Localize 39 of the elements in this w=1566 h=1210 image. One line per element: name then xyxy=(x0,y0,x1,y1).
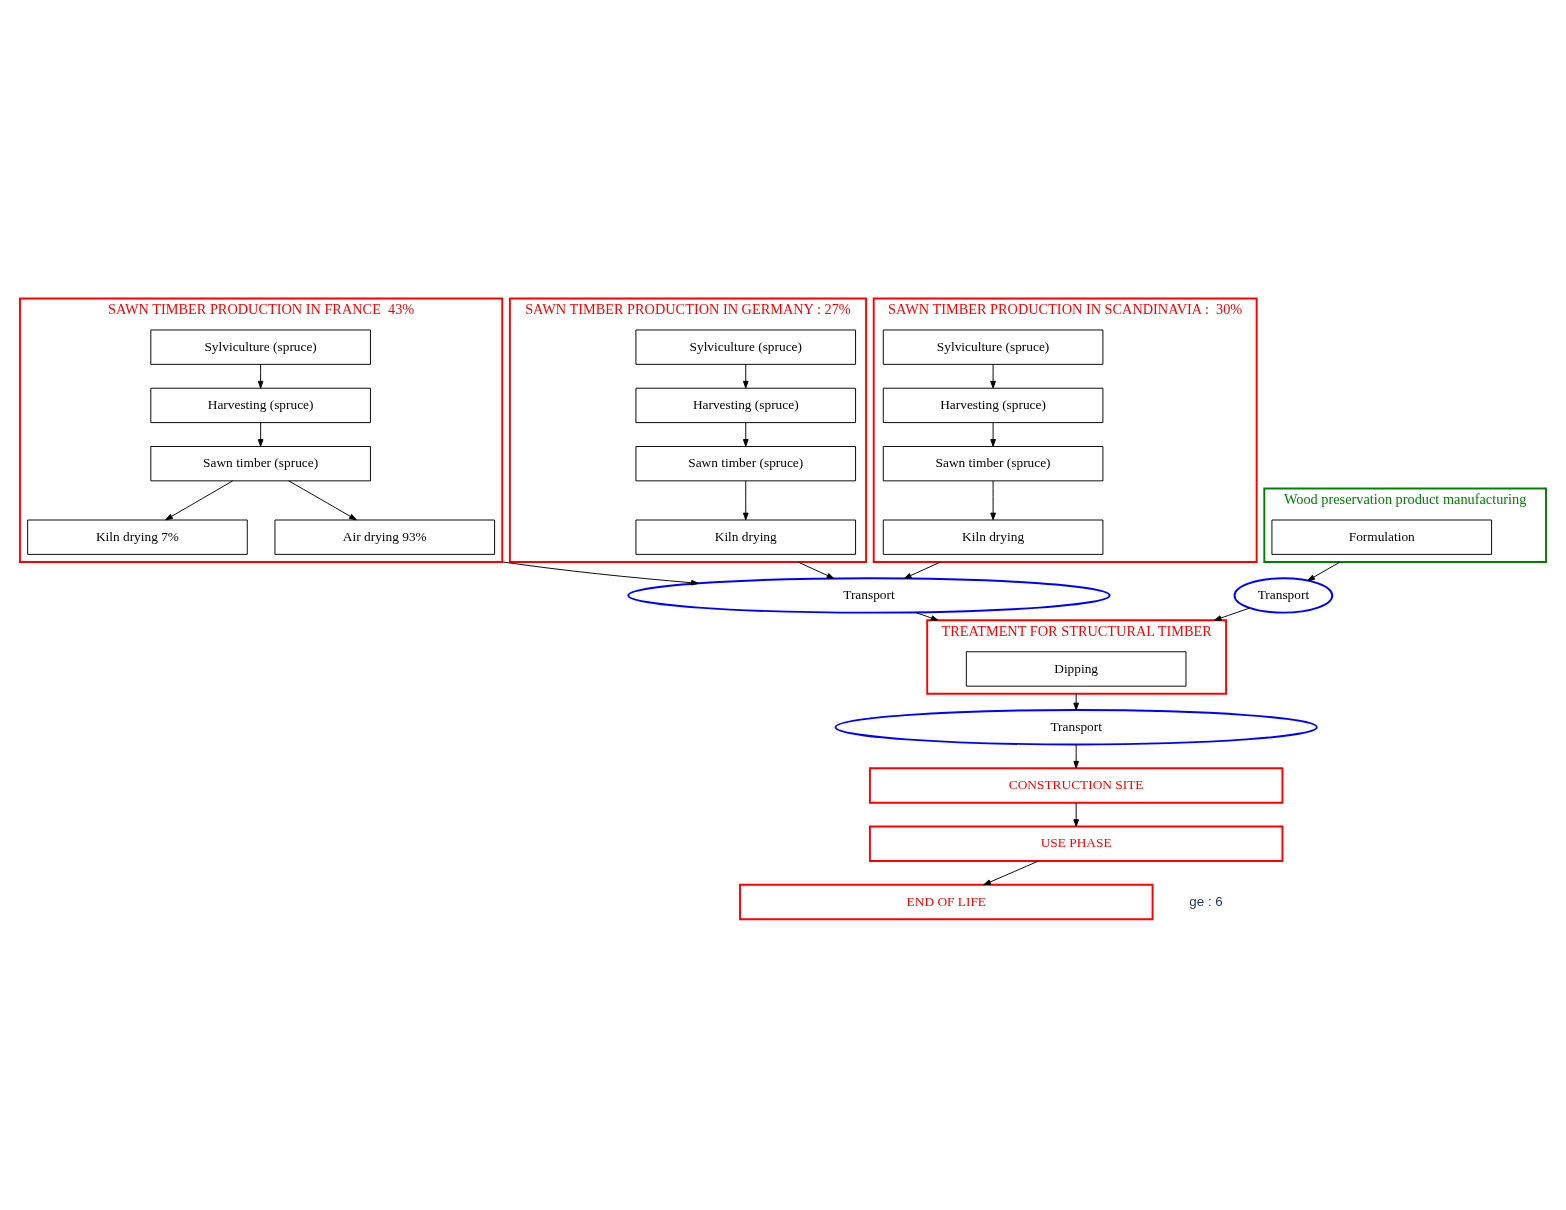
node-box: END OF LIFE xyxy=(739,883,1154,921)
node-box: Formulation xyxy=(1271,519,1493,555)
node-box: Kiln drying xyxy=(635,519,857,555)
arrow xyxy=(797,561,835,579)
arrow xyxy=(990,480,996,521)
arrow xyxy=(990,363,996,389)
node-ellipse: Transport xyxy=(834,709,1318,746)
node-box: Sawn timber (spruce) xyxy=(635,446,857,482)
arrow xyxy=(742,363,749,389)
node-box: Sylviculture (spruce) xyxy=(635,329,857,365)
arrow xyxy=(1073,802,1079,827)
arrow xyxy=(501,561,699,586)
node-box: Dipping xyxy=(965,651,1187,687)
node-box: Harvesting (spruce) xyxy=(635,387,857,424)
node-box: Sylviculture (spruce) xyxy=(882,329,1104,365)
arrow xyxy=(990,422,996,447)
node-box: Air drying 93% xyxy=(274,519,496,555)
node-box: Sawn timber (spruce) xyxy=(882,446,1104,482)
arrow xyxy=(1073,744,1079,769)
arrow xyxy=(903,561,941,579)
node-box: Sawn timber (spruce) xyxy=(150,446,371,482)
arrow xyxy=(914,611,939,621)
node-box: Harvesting (spruce) xyxy=(150,387,371,424)
arrow xyxy=(1307,561,1341,581)
node-box: Sylviculture (spruce) xyxy=(150,329,371,365)
arrow xyxy=(257,422,264,447)
node-box: Kiln drying 7% xyxy=(27,519,248,555)
node-box: Kiln drying xyxy=(882,519,1104,555)
node-box: Harvesting (spruce) xyxy=(882,387,1104,424)
label: ge : 6 xyxy=(1189,893,1223,909)
arrow xyxy=(742,480,749,521)
node-ellipse: Transport xyxy=(1233,577,1334,614)
arrow xyxy=(288,480,357,521)
node-box: USE PHASE xyxy=(868,825,1284,862)
arrow xyxy=(742,422,749,447)
arrow xyxy=(257,363,264,389)
arrow xyxy=(165,480,234,521)
node-box: CONSTRUCTION SITE xyxy=(868,767,1284,804)
arrow xyxy=(1213,607,1251,621)
